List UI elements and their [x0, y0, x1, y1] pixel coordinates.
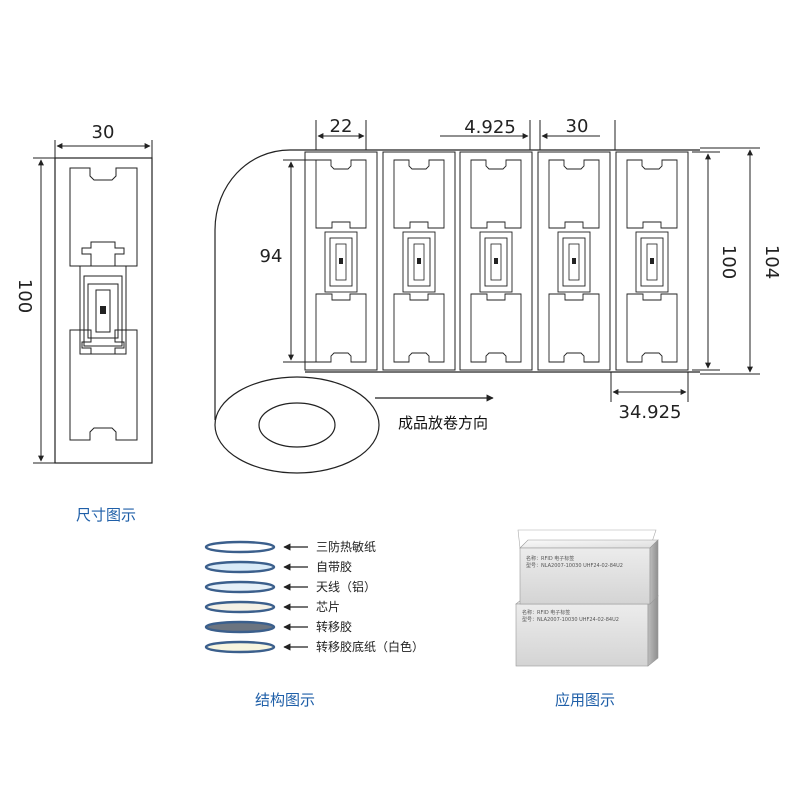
roll-core [258, 402, 336, 448]
roll-label [304, 151, 378, 371]
bottom-box-name: 名称：RFID 电子标签 [522, 609, 570, 616]
inlay-height-label: 94 [260, 246, 283, 267]
dimension-caption: 尺寸图示 [76, 506, 136, 524]
chip-icon [650, 258, 654, 264]
layer-label: 芯片 [316, 600, 340, 614]
roll-label [615, 151, 689, 371]
chip-icon [339, 258, 343, 264]
label-height-label: 100 [718, 245, 739, 279]
roll-view: 22 4.925 30 94 100 104 34.925 成品放卷方向 [214, 116, 782, 474]
layer-label: 转移胶 [316, 619, 352, 634]
top-box-name: 名称：RFID 电子标签 [526, 555, 574, 562]
layer-disc [204, 580, 276, 594]
bottom-box-spec: 型号：NLA2007-10030 UHF24-02-84U2 [522, 616, 619, 623]
single-label-view: 30 100 [14, 122, 153, 464]
gap-label: 4.925 [464, 117, 516, 138]
chip-icon [100, 306, 106, 314]
application-caption: 应用图示 [555, 691, 615, 709]
single-label-outline [54, 157, 153, 464]
chip-icon [494, 258, 498, 264]
liner-height-label: 104 [761, 245, 782, 279]
layer-disc [204, 600, 276, 614]
layer-label: 三防热敏纸 [316, 539, 376, 554]
roll-labels [304, 151, 689, 371]
structure-layer: 天线（铝） [204, 579, 376, 594]
layer-label: 转移胶底纸（白色） [316, 639, 424, 654]
layer-disc [204, 640, 276, 654]
inlay-width-label: 22 [330, 116, 353, 137]
roll-label [459, 151, 533, 371]
structure-layer: 芯片 [204, 600, 340, 614]
roll-label [537, 151, 611, 371]
chip-icon [572, 258, 576, 264]
top-box-spec: 型号：NLA2007-10030 UHF24-02-84U2 [526, 562, 623, 569]
structure-caption: 结构图示 [255, 691, 315, 709]
layer-label: 天线（铝） [316, 579, 376, 594]
single-antenna-top [69, 167, 138, 267]
structure-layer: 转移胶 [204, 619, 352, 634]
structure-layer: 自带胶 [204, 559, 352, 574]
layer-label: 自带胶 [316, 559, 352, 574]
layer-disc [204, 540, 276, 554]
application-boxes-image: 名称：RFID 电子标签 型号：NLA2007-10030 UHF24-02-8… [515, 529, 659, 667]
chip-icon [417, 258, 421, 264]
pitch-label: 34.925 [619, 402, 682, 423]
layer-disc [204, 560, 276, 574]
structure-layer: 转移胶底纸（白色） [204, 639, 424, 654]
single-antenna-bottom [69, 329, 138, 441]
label-width-label: 30 [566, 116, 589, 137]
single-width-label: 30 [92, 122, 115, 143]
structure-layer: 三防热敏纸 [204, 539, 376, 554]
layer-disc [204, 620, 276, 634]
single-height-label: 100 [14, 279, 35, 313]
unwind-direction-label: 成品放卷方向 [398, 414, 488, 432]
roll-label [382, 151, 456, 371]
